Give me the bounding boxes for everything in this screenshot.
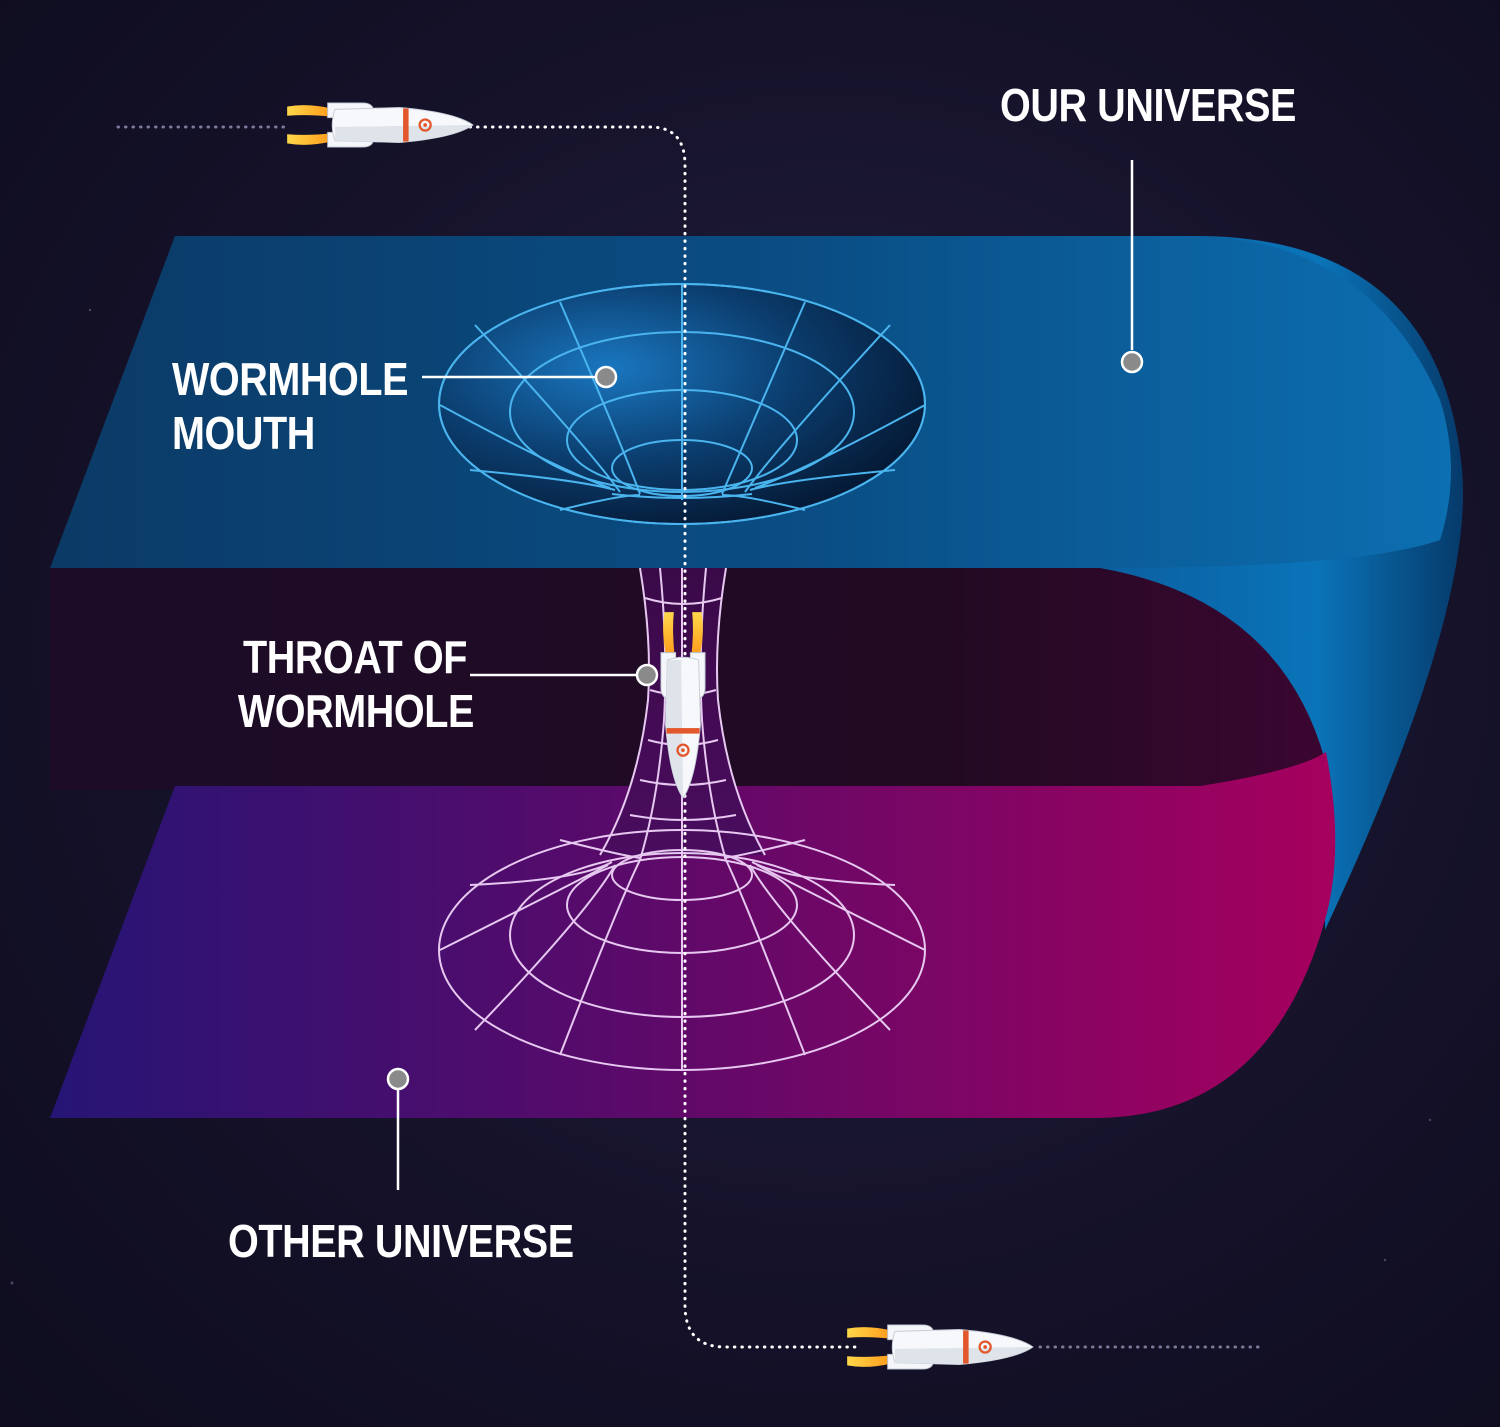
leader-lines [396, 160, 1134, 1190]
other-universe-funnel [438, 829, 926, 1071]
throat-label: THROAT OF WORMHOLE [238, 630, 475, 738]
throat-label-line1: THROAT OF [243, 631, 467, 683]
wormhole-mouth-funnel [438, 283, 926, 525]
marker-dot-icon [386, 350, 1144, 1091]
rocket-icon-entry [286, 101, 475, 149]
other-universe-sheet [50, 752, 1336, 1118]
rocket-icon-exit [846, 1323, 1035, 1371]
wormhole-mouth-label: WORMHOLE MOUTH [172, 352, 409, 460]
our-universe-label: OUR UNIVERSE [1000, 79, 1296, 131]
wormhole-mouth-label-line2: MOUTH [172, 407, 315, 459]
throat-label-line2: WORMHOLE [237, 685, 475, 737]
other-universe-label: OTHER UNIVERSE [228, 1215, 574, 1267]
wormhole-mouth-label-line1: WORMHOLE [172, 353, 409, 405]
